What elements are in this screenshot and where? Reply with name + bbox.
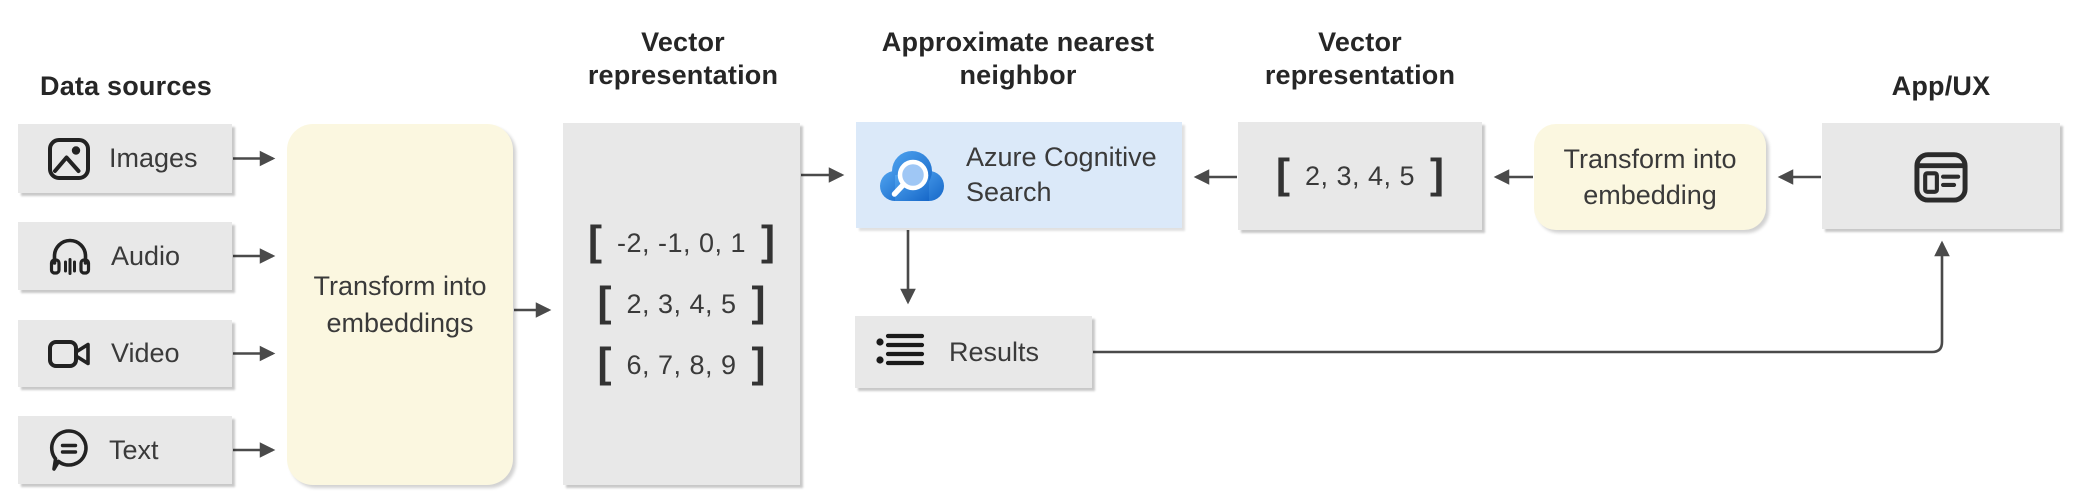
data-source-video-box: Video	[18, 320, 232, 387]
vector-row: [ 6, 7, 8, 9 ]	[597, 339, 766, 386]
vector-representation-right-heading: Vector representation	[1264, 27, 1456, 90]
data-source-label: Audio	[111, 240, 181, 271]
results-list-icon	[876, 333, 925, 366]
transform-into-embedding-label: Transform into embedding	[1563, 143, 1737, 210]
vector-representation-box-right: [ 2, 3, 4, 5 ]	[1238, 122, 1482, 230]
vector-values: 6, 7, 8, 9	[626, 349, 737, 380]
vector-values: 2, 3, 4, 5	[1304, 160, 1416, 191]
transform-into-embeddings-box: Transform into embeddings	[287, 124, 513, 485]
results-label: Results	[949, 336, 1040, 367]
vector-row: [ 2, 3, 4, 5 ]	[1275, 150, 1445, 197]
data-source-audio-box: Audio	[18, 222, 232, 290]
arrow-results-to-appux	[1093, 240, 1950, 354]
cloud-search-icon	[880, 151, 944, 201]
image-icon	[48, 137, 90, 180]
vector-representation-left-heading: Vector representation	[587, 27, 779, 90]
vector-row: [ -2, -1, 0, 1 ]	[587, 217, 776, 264]
vector-row: [ 2, 3, 4, 5 ]	[597, 278, 766, 325]
transform-into-embeddings-label: Transform into embeddings	[313, 271, 487, 338]
approximate-nearest-neighbor-heading: Approximate nearest neighbor	[881, 27, 1155, 90]
data-source-label: Video	[111, 338, 180, 368]
data-source-text-box: Text	[18, 416, 232, 484]
audio-icon	[49, 238, 91, 275]
azure-cognitive-search-label: Azure Cognitive Search	[966, 142, 1157, 207]
data-source-images-box: Images	[18, 124, 232, 193]
data-source-label: Text	[109, 434, 159, 465]
azure-cognitive-search-box: Azure Cognitive Search	[856, 122, 1182, 228]
app-ux-box	[1822, 123, 2060, 229]
vector-values: 2, 3, 4, 5	[626, 288, 737, 319]
transform-into-embedding-box: Transform into embedding	[1534, 124, 1766, 230]
app-ux-heading: App/UX	[1891, 71, 1991, 101]
browser-window-icon	[1914, 152, 1968, 203]
data-sources-heading: Data sources	[40, 71, 212, 101]
results-box: Results	[855, 316, 1092, 388]
speech-bubble-icon	[49, 429, 88, 471]
vector-representation-box-left: [ -2, -1, 0, 1 ] [ 2, 3, 4, 5 ] [ 6, 7, …	[563, 123, 800, 485]
video-icon	[48, 339, 90, 368]
vector-values: -2, -1, 0, 1	[616, 227, 747, 258]
data-source-label: Images	[109, 143, 198, 173]
